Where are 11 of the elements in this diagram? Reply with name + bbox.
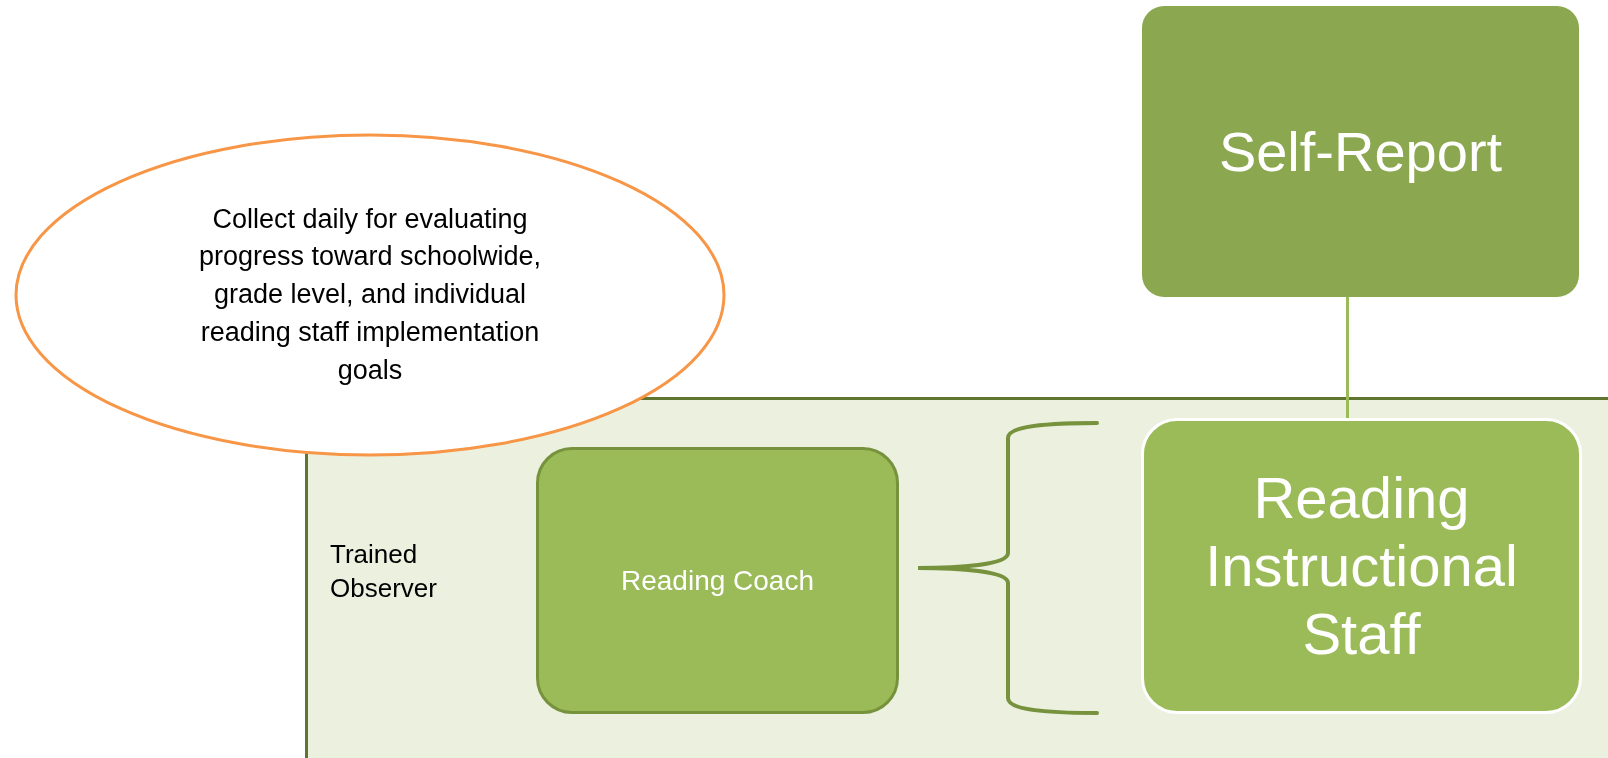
node-label: Collect daily for evaluating progress toward schoolwide, grade level, and individual reading staff implementation goals bbox=[197, 202, 543, 387]
process-box bbox=[1141, 418, 1582, 714]
node-label: Self-Report bbox=[1218, 118, 1503, 185]
group-band bbox=[305, 397, 1608, 758]
node-label: Reading Instructional Staff bbox=[1204, 464, 1519, 668]
process-box bbox=[1142, 6, 1579, 297]
ellipse-note bbox=[14, 133, 726, 457]
process-box bbox=[536, 447, 899, 714]
group-label: Trained Observer bbox=[330, 538, 438, 605]
connector-line bbox=[1346, 297, 1349, 418]
node-label: Reading Coach bbox=[621, 563, 814, 598]
